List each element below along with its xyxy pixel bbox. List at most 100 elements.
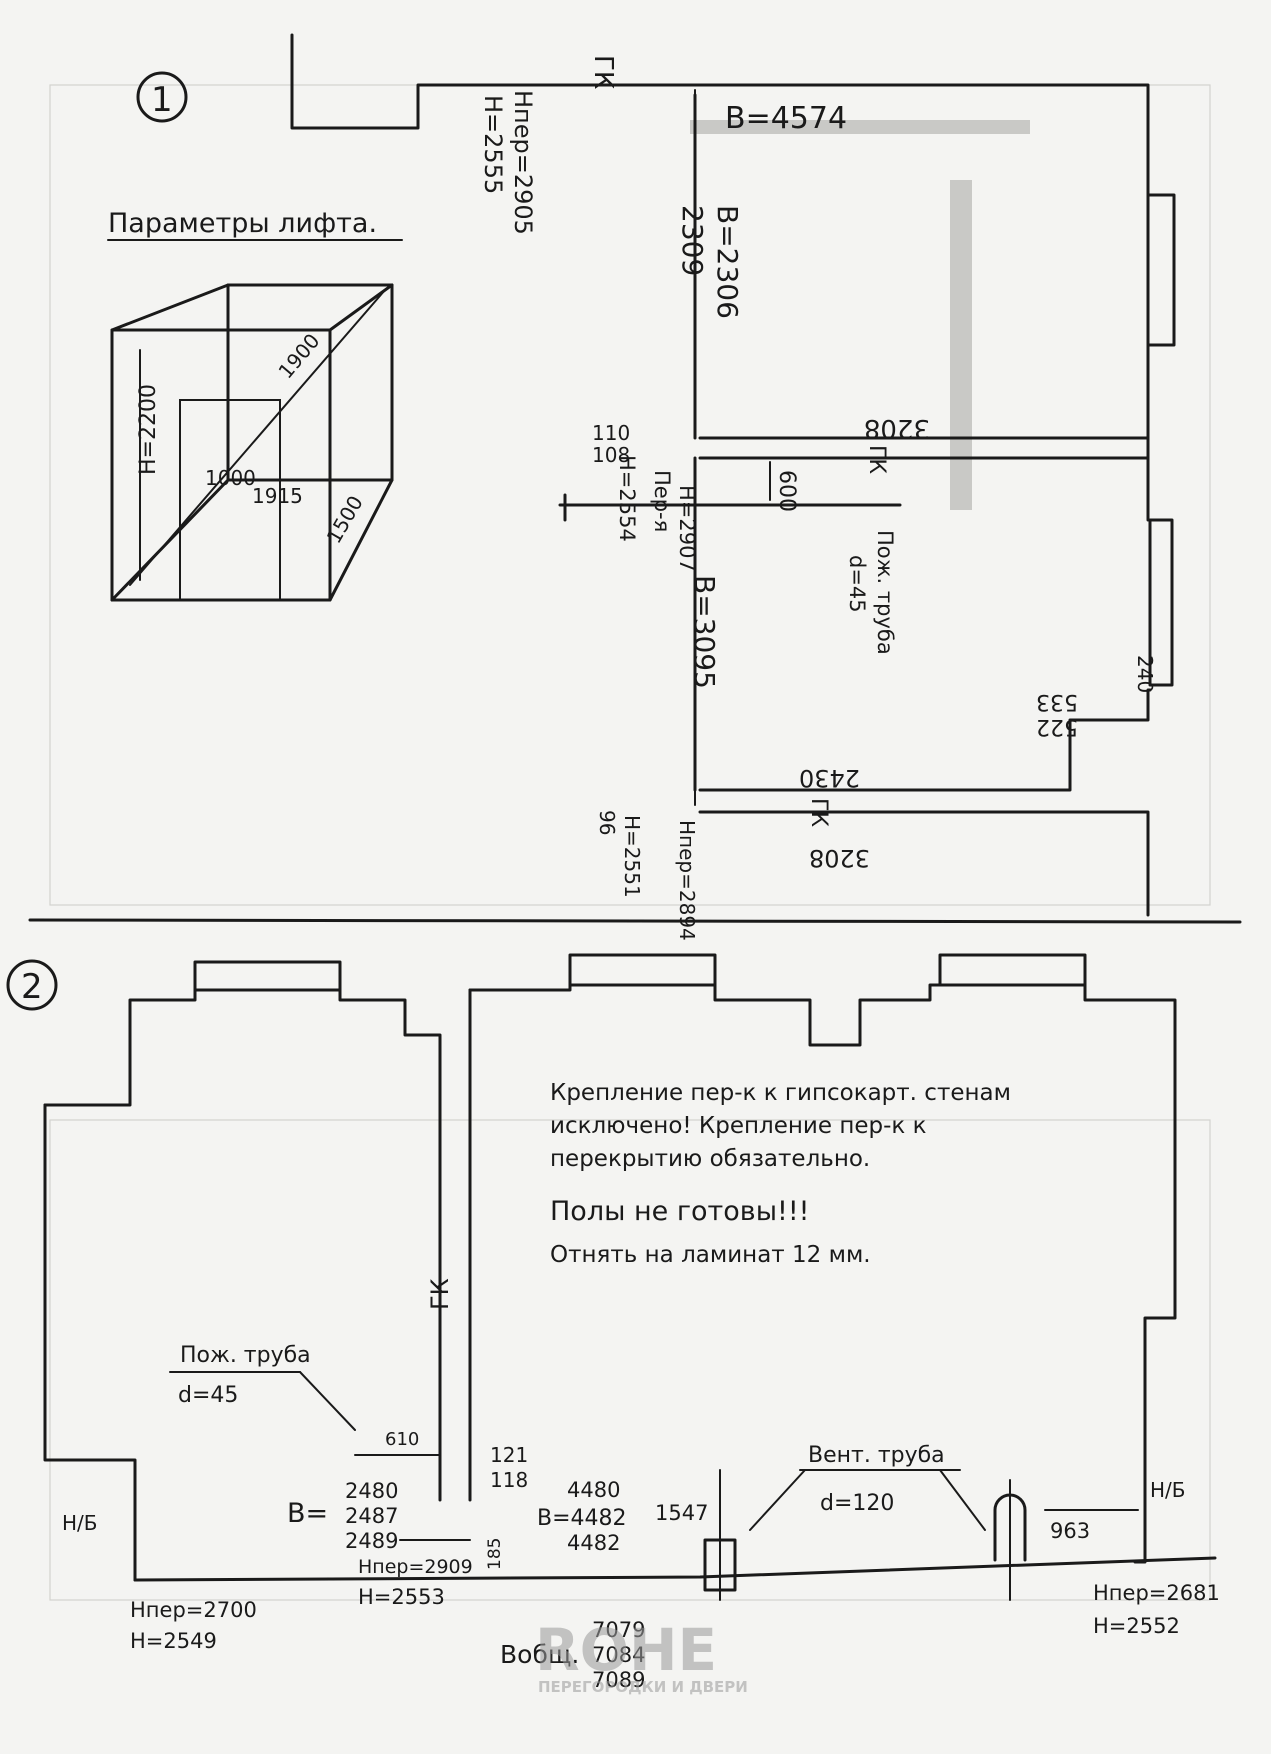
section-2-pipe-leader [299,1371,356,1431]
section-1-wall-steps [698,688,1152,792]
lift-depth-1000: 1000 [205,466,256,490]
section-1-pipe-label: Пож. труба [873,530,897,655]
section-2-left-hper: Hпер=2700 [130,1598,257,1622]
section-1-mid-partition: ГК [864,445,889,474]
section-divider [28,918,1242,924]
section-2-left-h: H=2549 [130,1629,217,1653]
note-line: Отнять на ламинат 12 мм. [550,1242,871,1268]
section-2-plan: 2 Крепление пер-к к гипсокарт. стенам ис… [6,953,1220,1692]
section-2-wall-right-label: Н/Б [1150,1478,1186,1502]
section-2-total-value: 7089 [592,1668,645,1692]
section-1-top-h: H=2555 [479,95,507,194]
watermark: ROHE ПЕРЕГОРОДКИ И ДВЕРИ [535,1616,748,1696]
section-1-mid-width-b: 2309 [676,205,709,276]
section-2-notes: Крепление пер-к к гипсокарт. стенам искл… [550,1080,1011,1268]
section-1-dim-3208-top: 3208 [864,413,930,443]
note-line: Полы не готовы!!! [550,1196,809,1227]
section-2-vent-leader [939,1469,986,1531]
section-1-bottom-hper: Hпер=2894 [675,820,699,941]
section-2-mid-b-value: 4482 [567,1531,620,1555]
lift-width-1915: 1915 [252,484,303,508]
section-2-vent-leader [749,1469,806,1531]
background-form-frame [49,1119,1211,1601]
section-1-top-hper: Hпер=2905 [509,90,537,235]
lift-door [179,399,281,601]
lift-parameters: Параметры лифта. H=2200 1900 1000 1915 1… [107,208,403,602]
section-2-number: 2 [21,967,43,1007]
section-2-dim-185: 185 [485,1538,505,1570]
section-1-circle [136,71,188,123]
section-1-number: 1 [151,80,173,120]
section-1-dim-240: 240 [1133,655,1157,693]
section-2-circle [6,959,58,1011]
section-2-wall-left [43,1103,137,1582]
section-1-bottom-h: H=2551 [620,815,644,898]
lift-diagonal [129,289,386,586]
section-2-pipe-label: Пож. труба [180,1343,311,1368]
section-1-offset-108: 108 [592,443,630,467]
note-line: перекрытию обязательно. [550,1146,870,1172]
section-2-center-h: H=2553 [358,1585,445,1609]
section-2-left-b-value: 2487 [345,1504,398,1528]
section-1-top-width: B=4574 [725,101,847,136]
section-2-vent-diam: d=120 [820,1491,894,1516]
section-2-total-label: Bобщ. [500,1640,579,1669]
watermark-tagline: ПЕРЕГОРОДКИ И ДВЕРИ [538,1678,748,1696]
section-1-mid-h: H=2554 [615,455,639,542]
section-2-window [568,953,717,987]
section-2-left-b-value: 2480 [345,1479,398,1503]
section-1-mid-hper: H=2907 [675,485,699,572]
section-2-total-value: 7084 [592,1643,645,1667]
section-2-total-value: 7079 [592,1618,645,1642]
section-2-vent-label: Вент. труба [808,1443,945,1468]
section-1-plan: 1 ГК Hпер=2905 H=2555 B=4574 B=2306 2309… [136,33,1176,941]
section-2-dim-118: 118 [490,1468,528,1492]
section-2-mid-b-value: 4480 [567,1478,620,1502]
section-2-right-h: H=2552 [1093,1614,1180,1638]
section-1-lower-width: B=3095 [688,575,721,689]
section-1-bottom-partition: ГК [806,798,831,827]
section-1-dim-2430: 2430 [799,764,860,792]
section-1-gap-600: 600 [774,470,799,512]
section-2-center-hper: Hпер=2909 [358,1556,473,1578]
section-2-floor-line [133,1556,1217,1582]
background-form-bar [690,120,1030,134]
section-1-dim-522: 522 [1036,714,1078,739]
section-1-window [1146,193,1176,347]
lift-height: H=2200 [136,384,161,475]
section-2-dim-121: 121 [490,1443,528,1467]
section-2-pipe-diam: d=45 [178,1383,238,1408]
section-1-pipe-diam: d=45 [845,555,869,613]
section-1-wall [698,810,1150,917]
section-2-window [193,960,342,992]
background-form [49,84,1211,1601]
watermark-brand: ROHE [535,1616,717,1684]
section-2-wall-right-room [468,983,1177,1564]
section-2-partition-label: ГК [426,1278,454,1310]
section-1-top-partition: ГК [588,55,618,89]
lift-diagonal-value: 1900 [273,329,324,383]
section-2-dim-963: 963 [1050,1519,1090,1543]
section-2-mid-b-value: B=4482 [537,1506,627,1531]
section-2-left-b-value: 2489 [345,1529,398,1553]
lift-title: Параметры лифта. [108,208,377,239]
section-2-dim-610: 610 [385,1429,419,1450]
note-line: исключено! Крепление пер-к к [550,1113,927,1139]
section-2-wall-left-room [43,988,442,1502]
section-1-dim-3208-bottom: 3208 [809,844,870,872]
section-2-dim-1547: 1547 [655,1501,708,1525]
section-1-mid-width-a: B=2306 [711,205,744,319]
section-1-dim-533: 533 [1036,689,1078,714]
note-line: Крепление пер-к к гипсокарт. стенам [550,1080,1011,1106]
section-2-window [938,953,1087,987]
section-1-offset-110: 110 [592,421,630,445]
section-1-wall [698,436,1150,522]
section-2-left-b-label: B= [287,1498,328,1529]
section-2-wall-left-label: Н/Б [62,1511,98,1535]
section-1-wall-top [290,33,1150,360]
section-2-right-hper: Hпер=2681 [1093,1581,1220,1605]
section-1-offset-96: 96 [595,810,619,835]
section-1-mid-per: Пер-я [650,470,674,532]
